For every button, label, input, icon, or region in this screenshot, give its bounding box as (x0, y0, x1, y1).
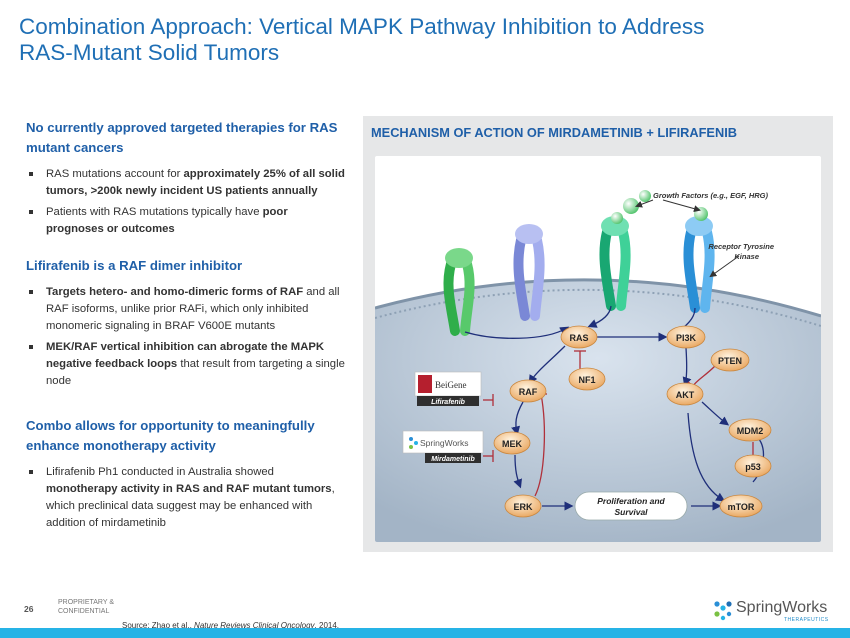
svg-text:RAF: RAF (519, 387, 538, 397)
section-heading-no-therapies: No currently approved targeted therapies… (26, 120, 338, 155)
svg-text:mTOR: mTOR (728, 502, 755, 512)
confidentiality-notice: PROPRIETARY & CONFIDENTIAL (58, 599, 115, 615)
proliferation-box: Proliferation and Survival (574, 491, 688, 521)
springworks-dots-icon (409, 437, 413, 441)
mechanism-panel: MECHANISM OF ACTION OF MIRDAMETINIB + LI… (363, 116, 833, 552)
bullet-list-no-therapies: RAS mutations account for approximately … (26, 166, 346, 238)
springworks-logo-icon (714, 601, 732, 621)
growth-factor-pointer (662, 199, 701, 213)
bullet-item: Lifirafenib Ph1 conducted in Australia s… (26, 464, 346, 532)
section-heading-combo: Combo allows for opportunity to meaningf… (26, 418, 315, 453)
svg-text:p53: p53 (745, 462, 761, 472)
node-p53: p53 (734, 454, 772, 478)
page-number: 26 (24, 604, 34, 614)
svg-text:Lifirafenib: Lifirafenib (431, 399, 466, 406)
svg-text:Proliferation and: Proliferation and (597, 496, 665, 506)
node-erk: ERK (504, 494, 542, 518)
node-mdm2: MDM2 (728, 418, 772, 442)
svg-text:MDM2: MDM2 (737, 426, 764, 436)
slide-title: Combination Approach: Vertical MAPK Path… (19, 14, 819, 66)
svg-text:BeiGene: BeiGene (435, 380, 467, 390)
svg-text:PTEN: PTEN (718, 356, 742, 366)
beigene-logo: BeiGene (414, 371, 482, 397)
springworks-logo: SpringWorks THERAPEUTICS (712, 597, 832, 625)
bullet-item: RAS mutations account for approximately … (26, 166, 346, 200)
slide-title-line1: Combination Approach: Vertical MAPK Path… (19, 14, 705, 39)
svg-text:SpringWorks: SpringWorks (420, 438, 469, 448)
receptor-pointer (709, 255, 740, 278)
svg-text:MEK: MEK (502, 439, 523, 449)
pathway-diagram-svg: Growth Factors (e.g., EGF, HRG) Receptor… (375, 190, 821, 542)
pathway-diagram: Growth Factors (e.g., EGF, HRG) Receptor… (375, 156, 821, 542)
bullet-item: Patients with RAS mutations typically ha… (26, 204, 346, 238)
bullet-list-lifirafenib: Targets hetero- and homo-dimeric forms o… (26, 284, 346, 390)
svg-text:AKT: AKT (676, 390, 695, 400)
node-pi3k: PI3K (666, 325, 706, 349)
left-column: No currently approved targeted therapies… (26, 118, 346, 536)
svg-text:RAS: RAS (569, 333, 588, 343)
receptor-green (443, 248, 475, 336)
source-citation: Source: Zhao et al., Nature Reviews Clin… (122, 621, 340, 630)
cell-membrane-inner (375, 288, 821, 327)
node-ras: RAS (560, 325, 598, 349)
lifirafenib-tag: Lifirafenib (417, 396, 479, 406)
receptor-purple (513, 224, 545, 321)
node-pten: PTEN (710, 348, 750, 372)
svg-text:NF1: NF1 (578, 375, 595, 385)
cell-membrane (375, 278, 821, 318)
springworks-logo-text: SpringWorks (736, 599, 828, 616)
svg-text:Mirdametinib: Mirdametinib (431, 456, 475, 463)
springworks-diagram-logo: SpringWorks (402, 430, 484, 454)
bullet-item: MEK/RAF vertical inhibition can abrogate… (26, 339, 346, 390)
receptor-label-line2: Kinase (734, 252, 759, 261)
mirdametinib-tag: Mirdametinib (425, 453, 481, 463)
node-mtor: mTOR (719, 494, 763, 518)
beigene-emblem-icon (418, 375, 432, 393)
footer-accent-bar (0, 628, 850, 638)
section-heading-lifirafenib: Lifirafenib is a RAF dimer inhibitor (26, 258, 243, 273)
node-nf1: NF1 (568, 367, 606, 391)
svg-text:PI3K: PI3K (676, 333, 697, 343)
receptor-label-line1: Receptor Tyrosine (708, 242, 774, 251)
panel-title: MECHANISM OF ACTION OF MIRDAMETINIB + LI… (371, 125, 737, 140)
receptor-blue (683, 216, 715, 313)
growth-factors-label: Growth Factors (e.g., EGF, HRG) (653, 191, 769, 200)
cell-interior (375, 279, 821, 542)
node-mek: MEK (493, 431, 531, 455)
growth-factor-pointer (635, 199, 654, 208)
svg-text:ERK: ERK (513, 502, 533, 512)
pathway-arrows (464, 305, 765, 511)
slide-title-line2: RAS-Mutant Solid Tumors (19, 40, 280, 65)
bullet-list-combo: Lifirafenib Ph1 conducted in Australia s… (26, 464, 346, 532)
node-raf: RAF (509, 379, 547, 403)
springworks-logo-subtext: THERAPEUTICS (784, 617, 829, 623)
svg-text:Survival: Survival (614, 507, 648, 517)
node-akt: AKT (666, 382, 704, 406)
bullet-item: Targets hetero- and homo-dimeric forms o… (26, 284, 346, 335)
